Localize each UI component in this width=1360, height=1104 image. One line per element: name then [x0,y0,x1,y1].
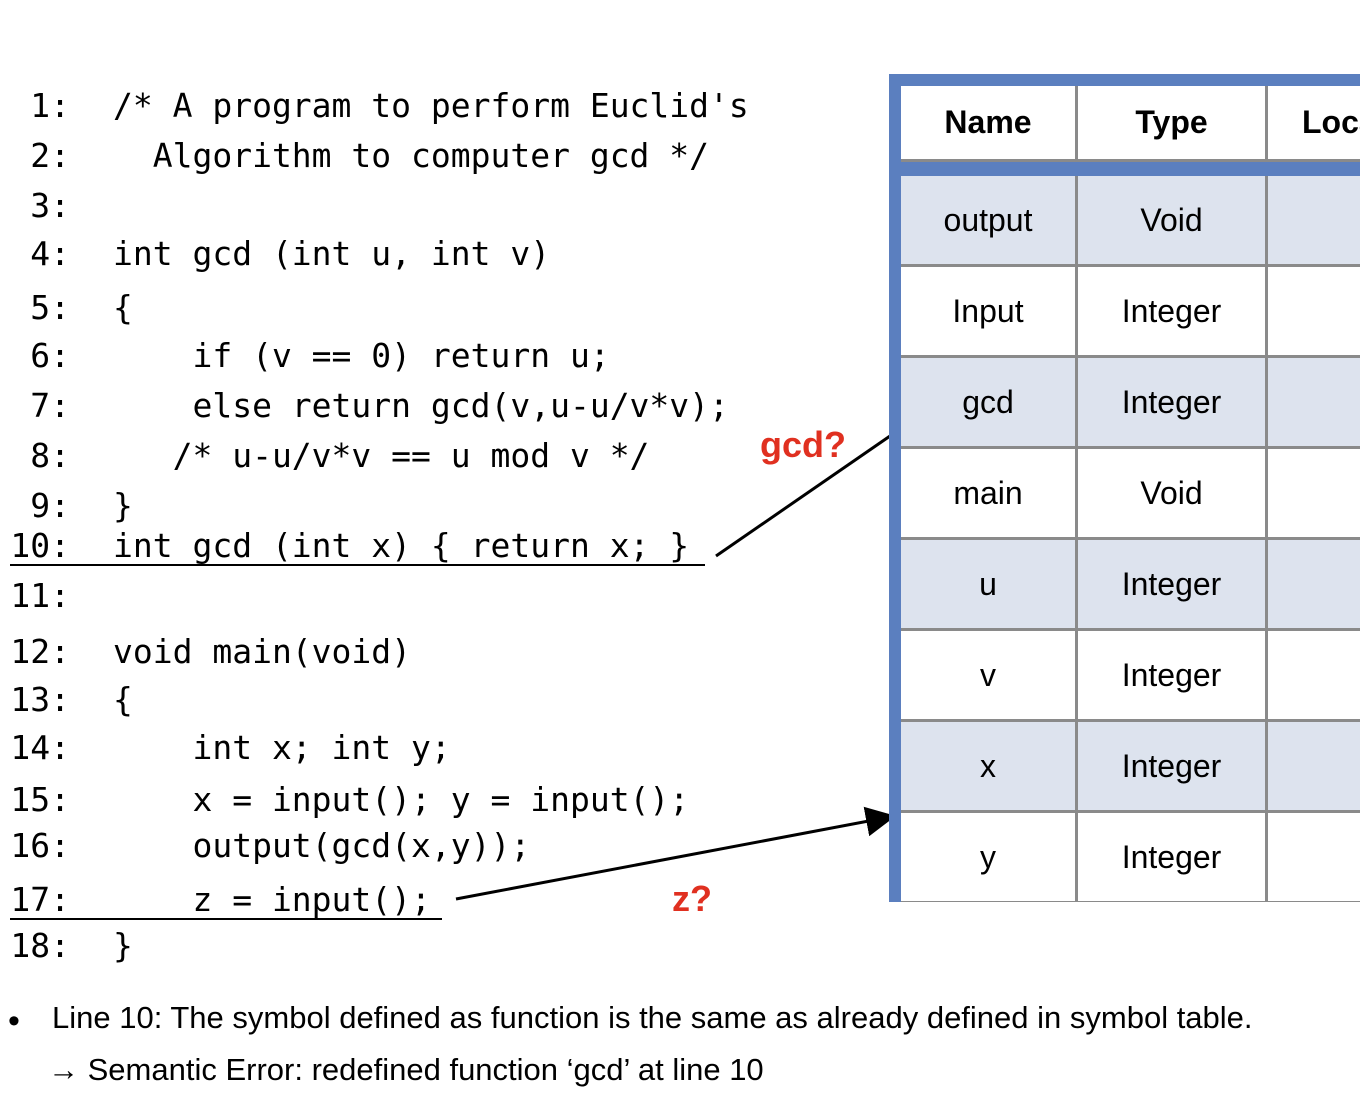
symbol-name-cell: gcd [901,358,1078,449]
code-text: int x; int y; [113,728,451,767]
line-number: 18: [10,926,70,965]
code-text: } [113,926,133,965]
code-text: /* A program to perform Euclid's [113,86,749,125]
symbol-name-cell: v [901,631,1078,722]
code-text: { [113,680,133,719]
code-text: } [113,486,133,525]
note-line-10: Line 10: The symbol defined as function … [52,1000,1253,1035]
semantic-error-text: Semantic Error: redefined function ‘gcd’… [87,1052,764,1087]
code-text: z = input(); [113,880,431,919]
symbol-name-cell: u [901,540,1078,631]
symbol-name-cell: x [901,722,1078,813]
code-text: else return gcd(v,u-u/v*v); [113,386,729,425]
symbol-name-cell: Input [901,267,1078,358]
symbol-name-cell: y [901,813,1078,902]
line-number: 10: [10,526,70,565]
symbol-type-cell: Integer [1078,540,1268,631]
code-text: Algorithm to computer gcd */ [113,136,710,175]
code-text: { [113,288,133,327]
line-number: 15: [10,780,70,819]
symbol-type-cell: Integer [1078,722,1268,813]
gcd-connector-line [715,434,891,558]
symbol-table: NameTypeLocaoutputVoidInputIntegergcdInt… [889,74,1360,902]
line-number: 11: [10,576,70,615]
header-location: Loca [1268,86,1360,162]
code-text: void main(void) [113,632,412,671]
code-text: if (v == 0) return u; [113,336,610,375]
symbol-name-cell: output [901,176,1078,267]
code-line-underline [10,918,442,920]
line-number: 17: [10,880,70,919]
code-text: x = input(); y = input(); [113,780,690,819]
line-number: 14: [10,728,70,767]
right-arrow-icon: → [48,1052,79,1087]
bullet-icon: • [8,1002,20,1040]
symbol-type-cell: Integer [1078,813,1268,902]
symbol-location-cell [1268,540,1360,631]
code-text: int gcd (int x) { return x; } [113,526,690,565]
symbol-type-cell: Void [1078,449,1268,540]
symbol-location-cell [1268,358,1360,449]
header-name: Name [901,86,1078,162]
symbol-type-cell: Integer [1078,631,1268,722]
line-number: 13: [10,680,70,719]
header-separator [901,162,1360,176]
symbol-type-cell: Integer [1078,358,1268,449]
symbol-location-cell [1268,631,1360,722]
z-connector-arrow [455,806,896,901]
gcd-annotation: gcd? [760,424,846,465]
code-text: /* u-u/v*v == u mod v */ [113,436,650,475]
symbol-type-cell: Void [1078,176,1268,267]
line-number: 12: [10,632,70,671]
semantic-error-line: → Semantic Error: redefined function ‘gc… [48,1052,764,1088]
line-number: 3: [30,186,70,225]
symbol-name-cell: main [901,449,1078,540]
symbol-location-cell [1268,813,1360,902]
line-number: 2: [30,136,70,175]
line-number: 5: [30,288,70,327]
line-number: 7: [30,386,70,425]
symbol-type-cell: Integer [1078,267,1268,358]
symbol-location-cell [1268,267,1360,358]
line-number: 6: [30,336,70,375]
code-text: int gcd (int u, int v) [113,234,551,273]
z-annotation: z? [672,878,712,919]
header-type: Type [1078,86,1268,162]
symbol-location-cell [1268,722,1360,813]
code-line-underline [10,564,705,566]
line-number: 9: [30,486,70,525]
symbol-location-cell [1268,176,1360,267]
symbol-location-cell [1268,449,1360,540]
line-number: 1: [30,86,70,125]
line-number: 16: [10,826,70,865]
line-number: 8: [30,436,70,475]
line-number: 4: [30,234,70,273]
code-text: output(gcd(x,y)); [113,826,531,865]
